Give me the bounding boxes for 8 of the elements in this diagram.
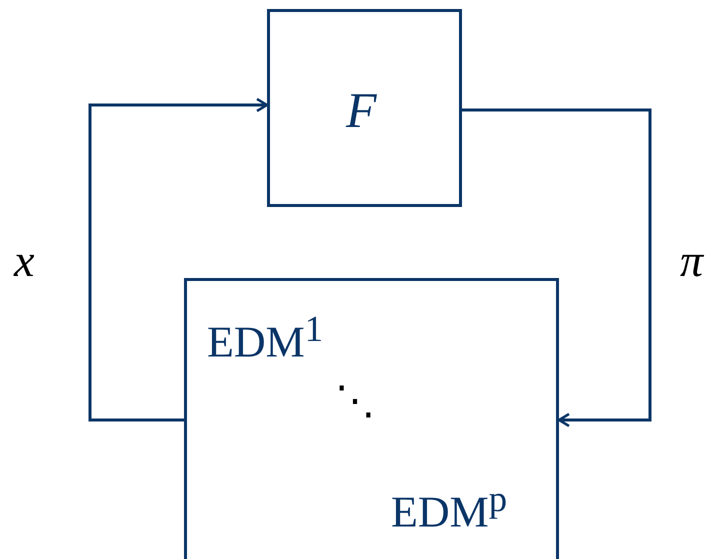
ellipsis: ⋱ — [335, 381, 375, 421]
edm-box — [184, 278, 559, 559]
function-box — [267, 9, 462, 207]
arrow — [88, 98, 268, 422]
arrow — [462, 108, 652, 428]
edm-label: EDM$^{1}$ — [207, 311, 324, 365]
function-label: F — [346, 85, 377, 135]
edm-label: EDM$^{p}$ — [391, 481, 508, 535]
